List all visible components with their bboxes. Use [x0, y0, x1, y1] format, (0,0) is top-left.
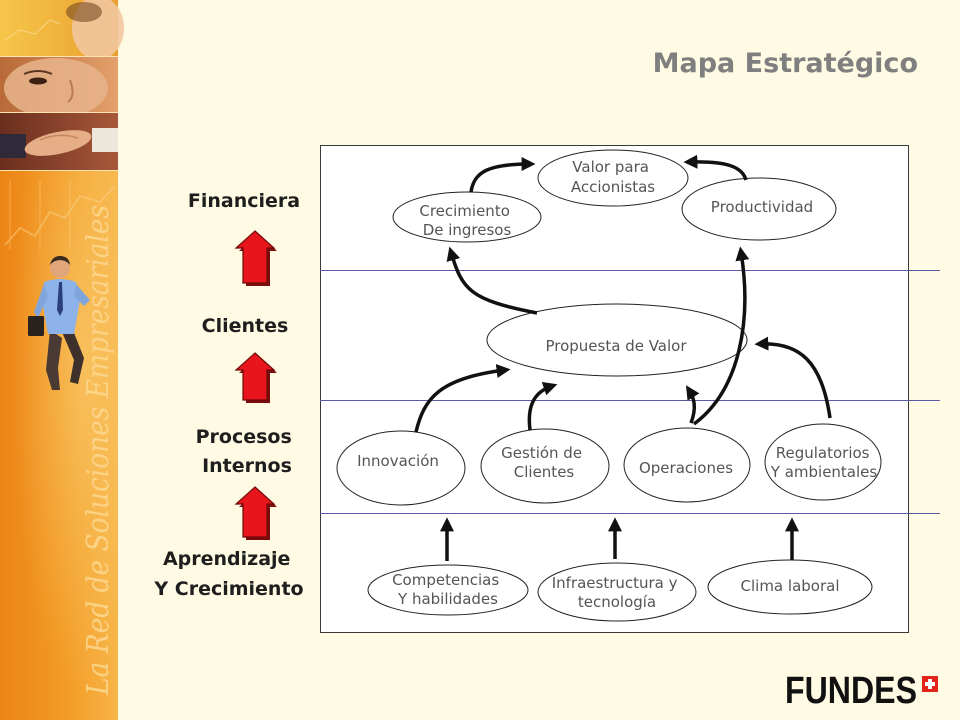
node-label: Propuesta de Valor	[545, 337, 687, 355]
node-competencias: Competencias Y habilidades	[367, 564, 529, 616]
cause-effect-arrows	[414, 154, 832, 561]
node-operaciones: Operaciones	[623, 427, 751, 503]
photo-face-closeup	[0, 57, 118, 118]
node-valor-accionistas: Valor para Accionistas	[537, 149, 689, 207]
perspective-procesos-line-2: Internos	[202, 455, 292, 477]
red-up-arrow-3	[234, 486, 277, 540]
perspective-aprendizaje-line-1: Aprendizaje	[163, 548, 290, 570]
perspective-financiera: Financiera	[188, 190, 300, 212]
node-regulatorios: Regulatorios Y ambientales	[764, 423, 882, 501]
node-label-line: Infraestructura y	[552, 574, 678, 592]
node-clima-laboral: Clima laboral	[707, 559, 873, 615]
svg-text:Infraestructura y tecn: Infraestructura y tecnología	[552, 574, 683, 611]
arrow-regulatorios-to-propuesta	[754, 336, 832, 419]
node-propuesta-valor: Propuesta de Valor	[486, 303, 748, 377]
node-label-line: Competencias	[392, 571, 499, 589]
sidebar-tagline: La Red de Soluciones Empresariales	[81, 205, 116, 696]
arrow-gestion-to-propuesta	[527, 382, 558, 431]
node-label-line: Clientes	[514, 463, 575, 481]
node-label-line: Crecimiento	[419, 202, 510, 220]
perspective-procesos-line-1: Procesos	[196, 426, 292, 448]
swiss-cross-icon	[922, 676, 938, 692]
node-label: Clima laboral	[741, 577, 840, 595]
perspective-procesos: Procesos Internos	[196, 426, 299, 477]
perspective-aprendizaje-line-2: Y Crecimiento	[153, 578, 303, 600]
node-label-line: Regulatorios	[776, 444, 870, 462]
fundes-logo: FUNDES	[785, 670, 938, 712]
faded-chart-graphic	[4, 180, 116, 250]
node-label-line: Y ambientales	[770, 463, 878, 481]
strategy-map-diagram: Valor para Accionistas Crecimiento De in…	[320, 145, 940, 633]
logo-text: FUNDES	[785, 670, 917, 712]
node-label: Productividad	[711, 198, 813, 216]
node-label-line: Accionistas	[571, 178, 655, 196]
page-title: Mapa Estratégico	[653, 48, 918, 79]
svg-text:Regulatorios Y ambient: Regulatorios Y ambientales	[770, 444, 878, 481]
node-innovacion: Innovación	[336, 430, 466, 506]
node-label-line: Valor para	[572, 158, 649, 176]
svg-text:Competencias Y habilid: Competencias Y habilidades	[392, 571, 504, 608]
photo-face-profile	[0, 0, 124, 60]
arrow-productividad-to-valor	[683, 154, 748, 181]
arrow-innovacion-to-propuesta	[414, 364, 511, 433]
red-up-arrow-1	[234, 230, 277, 286]
node-productividad: Productividad	[681, 177, 837, 241]
red-up-arrow-2	[234, 352, 277, 403]
node-infraestructura: Infraestructura y tecnología	[537, 562, 697, 622]
perspective-aprendizaje: Aprendizaje Y Crecimiento	[153, 548, 303, 600]
node-label-line: Gestión de	[501, 444, 582, 462]
perspective-labels: Financiera Clientes Procesos Internos Ap…	[153, 190, 303, 600]
arrow-operaciones-to-productividad	[692, 246, 750, 426]
svg-text:Valor para Accionistas: Valor para Accionistas	[571, 158, 655, 196]
node-label-line: Y habilidades	[397, 590, 498, 608]
photo-handshake	[0, 113, 118, 170]
node-label: Innovación	[357, 452, 439, 470]
arrow-propuesta-to-crecimiento	[446, 246, 538, 315]
left-decorative-band: La Red de Soluciones Empresariales	[0, 0, 124, 720]
node-gestion-clientes: Gestión de Clientes	[480, 428, 610, 504]
running-businessman-figure	[28, 256, 90, 390]
node-label-line: tecnología	[578, 593, 656, 611]
node-label-line: De ingresos	[423, 221, 512, 239]
arrow-operaciones-to-propuesta	[686, 385, 700, 424]
svg-text:Gestión de Clientes: Gestión de Clientes	[501, 444, 587, 481]
svg-text:Crecimiento De ingreso: Crecimiento De ingresos	[419, 202, 514, 239]
perspective-clientes: Clientes	[202, 315, 289, 337]
node-label: Operaciones	[639, 459, 733, 477]
arrow-crecimiento-to-valor	[469, 157, 536, 193]
node-crecimiento-ingresos: Crecimiento De ingresos	[392, 191, 542, 243]
